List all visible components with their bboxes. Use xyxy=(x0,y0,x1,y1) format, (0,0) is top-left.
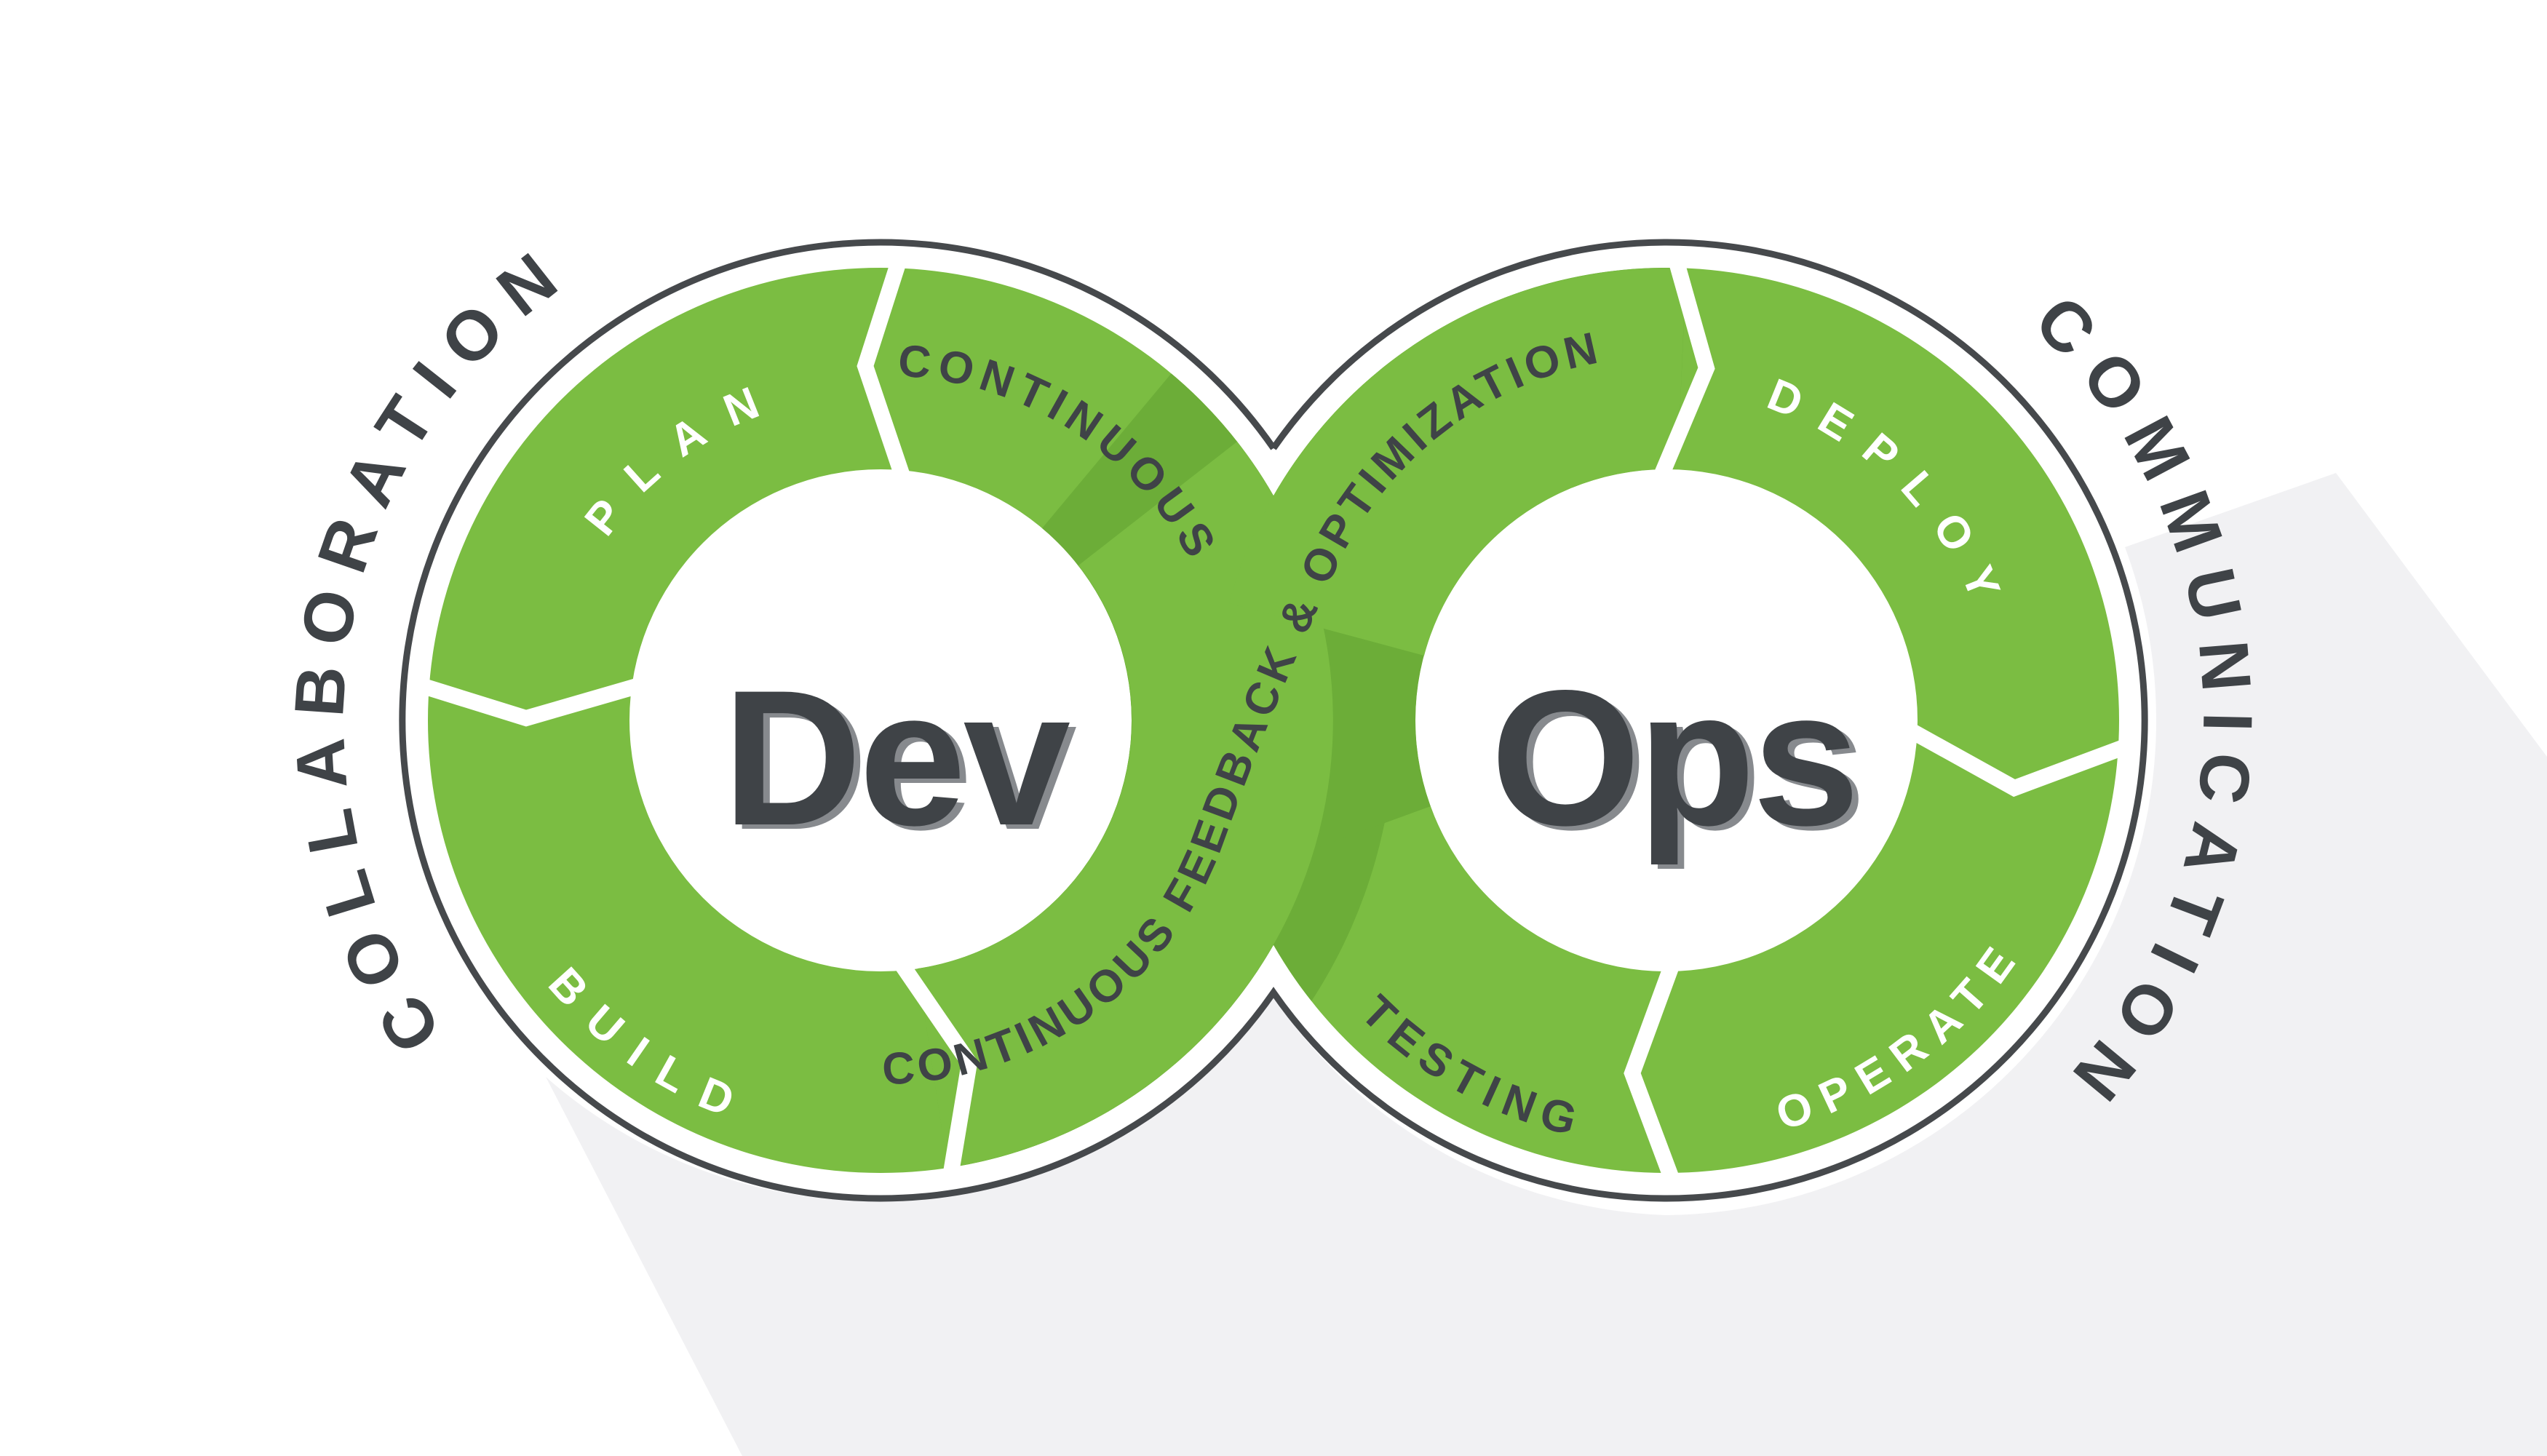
divider-plan-build xyxy=(413,676,645,727)
ops-label-shadow: Ops xyxy=(1497,655,1863,871)
divider-operate-testing xyxy=(1624,959,1682,1189)
crossover-band-right xyxy=(1229,268,1686,656)
divider-continuous-plan xyxy=(857,252,912,483)
ops-label: Ops xyxy=(1490,651,1856,867)
divider-build-crossover xyxy=(892,956,978,1182)
divider-crossover-deploy xyxy=(1652,252,1715,482)
dev-label: Dev xyxy=(723,651,1072,866)
divider-deploy-operate xyxy=(1904,722,2134,797)
dev-label-shadow: Dev xyxy=(729,655,1078,870)
cast-shadow xyxy=(546,473,2547,1456)
loop-outline xyxy=(399,239,2148,1202)
crossover-band-left xyxy=(918,442,1333,1168)
